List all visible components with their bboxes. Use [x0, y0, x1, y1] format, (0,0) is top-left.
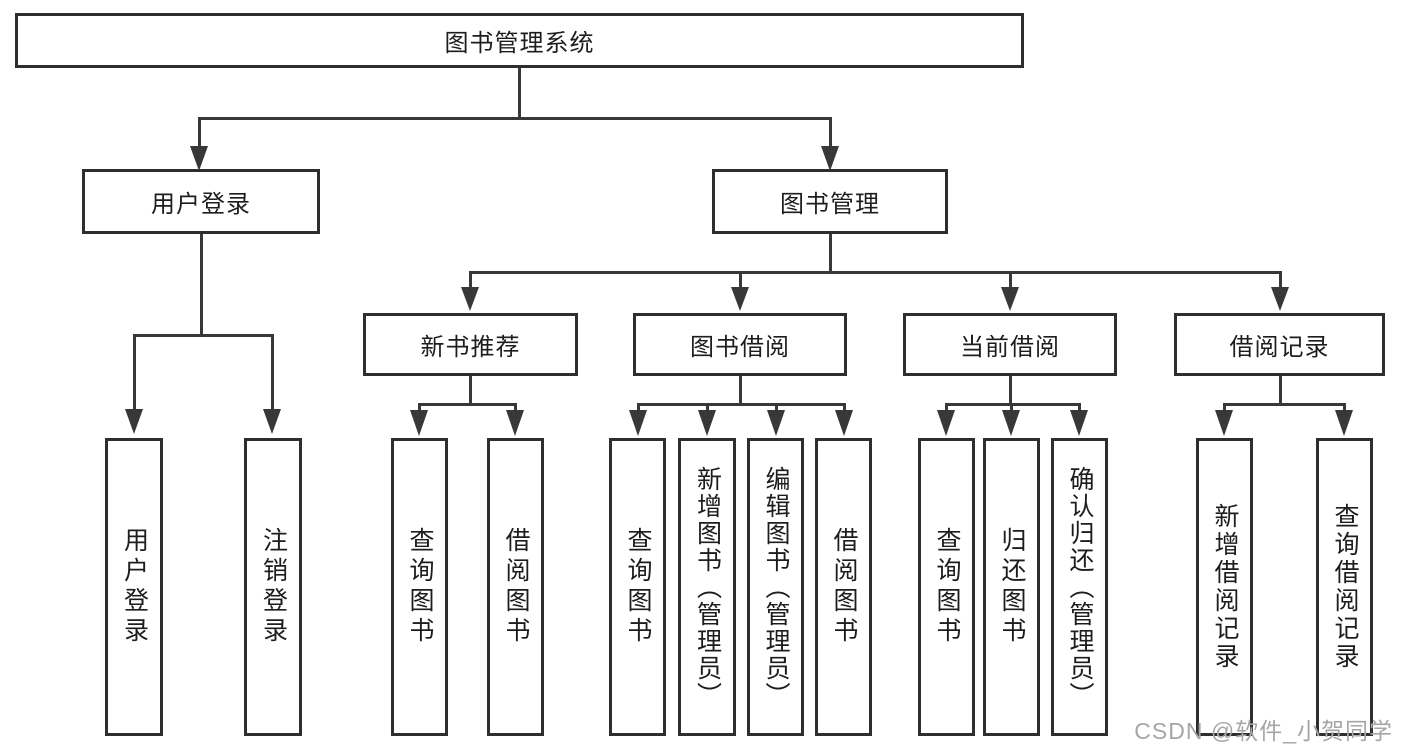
arrow-down-icon	[263, 409, 281, 434]
connector-vline	[637, 403, 640, 415]
connector-hline	[198, 117, 832, 120]
connector-hline	[469, 271, 1282, 274]
arrow-down-icon	[1001, 287, 1019, 311]
node-current-borrowing: 当前借阅	[903, 313, 1117, 376]
connector-vline	[418, 403, 421, 415]
arrow-down-icon	[1335, 410, 1353, 436]
arrow-down-icon	[461, 287, 479, 311]
arrow-down-icon	[125, 409, 143, 434]
node-bb-borrow-books: 借阅图书	[815, 438, 872, 736]
connector-hline	[1223, 403, 1345, 406]
connector-vline	[518, 68, 521, 119]
node-br-add-record: 新增借阅记录	[1196, 438, 1253, 736]
node-bb-edit-books-admin: 编辑图书（管理员）	[747, 438, 804, 736]
arrow-down-icon	[506, 410, 524, 436]
node-nbr-borrow-books: 借阅图书	[487, 438, 544, 736]
arrow-down-icon	[1271, 287, 1289, 311]
connector-vline	[706, 403, 709, 415]
connector-vline	[1279, 376, 1282, 406]
arrow-down-icon	[190, 146, 208, 171]
connector-vline	[200, 234, 203, 337]
connector-hline	[418, 403, 517, 406]
node-user-login: 用户登录	[105, 438, 163, 736]
node-cb-return-books: 归还图书	[983, 438, 1040, 736]
node-bb-add-books-admin: 新增图书（管理员）	[678, 438, 736, 736]
arrow-down-icon	[937, 410, 955, 436]
connector-vline	[843, 403, 846, 415]
connector-vline	[1343, 403, 1346, 415]
arrow-down-icon	[1002, 410, 1020, 436]
connector-vline	[1009, 271, 1012, 291]
node-br-query-record: 查询借阅记录	[1316, 438, 1373, 736]
node-nbr-query-books: 查询图书	[391, 438, 448, 736]
arrow-down-icon	[410, 410, 428, 436]
connector-vline	[1223, 403, 1226, 415]
node-new-book-recommend: 新书推荐	[363, 313, 578, 376]
connector-hline	[637, 403, 845, 406]
connector-vline	[945, 403, 948, 415]
connector-vline	[739, 271, 742, 291]
connector-vline	[1009, 376, 1012, 406]
connector-vline	[829, 234, 832, 274]
connector-vline	[739, 376, 742, 406]
connector-vline	[271, 334, 274, 411]
arrow-down-icon	[821, 146, 839, 171]
node-borrowing-records: 借阅记录	[1174, 313, 1385, 376]
node-user-login-group: 用户登录	[82, 169, 320, 234]
connector-vline	[775, 403, 778, 415]
connector-vline	[829, 117, 832, 149]
arrow-down-icon	[698, 410, 716, 436]
connector-vline	[1010, 403, 1013, 415]
connector-vline	[469, 376, 472, 406]
arrow-down-icon	[835, 410, 853, 436]
node-cb-confirm-return-admin: 确认归还（管理员）	[1051, 438, 1108, 736]
node-cb-query-books: 查询图书	[918, 438, 975, 736]
connector-vline	[1078, 403, 1081, 415]
csdn-watermark: CSDN @软件_小贺同学	[1134, 718, 1393, 744]
arrow-down-icon	[1215, 410, 1233, 436]
connector-vline	[1279, 271, 1282, 291]
connector-vline	[133, 334, 136, 411]
arrow-down-icon	[629, 410, 647, 436]
connector-vline	[514, 403, 517, 415]
node-logout: 注销登录	[244, 438, 302, 736]
arrow-down-icon	[731, 287, 749, 311]
arrow-down-icon	[767, 410, 785, 436]
connector-hline	[133, 334, 273, 337]
node-bb-query-books: 查询图书	[609, 438, 666, 736]
connector-vline	[469, 271, 472, 291]
node-book-borrowing: 图书借阅	[633, 313, 847, 376]
node-root: 图书管理系统	[15, 13, 1024, 68]
connector-vline	[198, 117, 201, 149]
node-book-management: 图书管理	[712, 169, 948, 234]
arrow-down-icon	[1070, 410, 1088, 436]
